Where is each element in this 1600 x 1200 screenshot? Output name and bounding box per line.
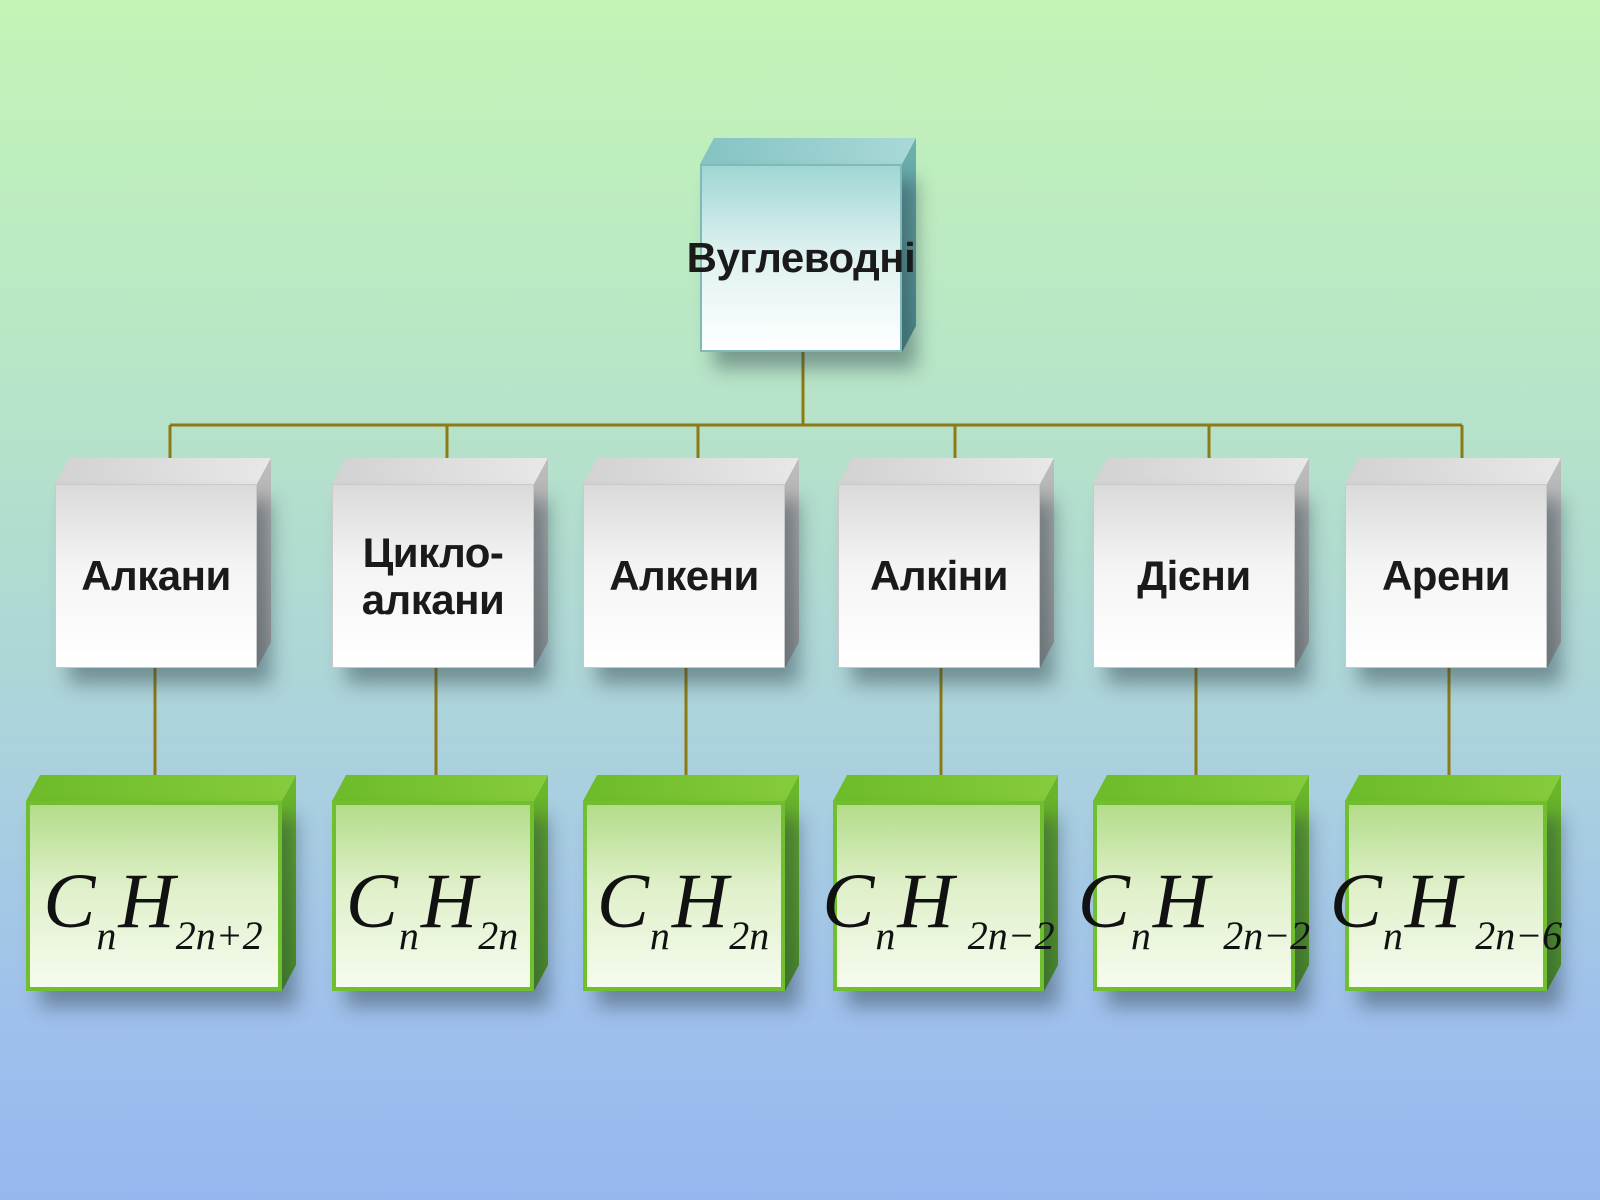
category-label: Цикло- алкани bbox=[361, 528, 505, 623]
formula-box-alkanes: CnH2n+2 bbox=[26, 775, 296, 991]
category-side-face bbox=[1295, 458, 1309, 668]
category-front-face: Цикло- алкани bbox=[332, 484, 534, 668]
category-top-face bbox=[332, 458, 548, 484]
category-top-face bbox=[838, 458, 1054, 484]
category-label: Арени bbox=[1381, 552, 1511, 600]
root-side-face bbox=[902, 138, 916, 352]
general-formula: CnH2n bbox=[596, 857, 770, 958]
formula-side-face bbox=[282, 775, 296, 991]
formula-side-face bbox=[1547, 775, 1561, 991]
general-formula: CnH2n+2 bbox=[43, 857, 263, 958]
formula-top-face bbox=[26, 775, 296, 801]
category-label: Алкени bbox=[609, 552, 759, 600]
general-formula: CnH2n bbox=[345, 857, 519, 958]
category-top-face bbox=[583, 458, 799, 484]
category-label: Дієни bbox=[1137, 552, 1251, 600]
category-side-face bbox=[257, 458, 271, 668]
formula-top-face bbox=[833, 775, 1058, 801]
category-arenes: Арени bbox=[1345, 458, 1561, 668]
category-front-face: Алкани bbox=[55, 484, 257, 668]
category-top-face bbox=[55, 458, 271, 484]
formula-front-face: CnH2n bbox=[583, 801, 785, 991]
formula-box-cycloalkanes: CnH2n bbox=[332, 775, 548, 991]
category-side-face bbox=[534, 458, 548, 668]
formula-side-face bbox=[1044, 775, 1058, 991]
formula-top-face bbox=[332, 775, 548, 801]
category-cycloalkanes: Цикло- алкани bbox=[332, 458, 548, 668]
formula-side-face bbox=[785, 775, 799, 991]
formula-front-face: CnH2n+2 bbox=[26, 801, 282, 991]
formula-top-face bbox=[1345, 775, 1561, 801]
category-side-face bbox=[1547, 458, 1561, 668]
root-front-face: Вуглеводні bbox=[687, 164, 916, 352]
category-top-face bbox=[1093, 458, 1309, 484]
category-alkynes: Алкіни bbox=[838, 458, 1054, 668]
formula-side-face bbox=[1295, 775, 1309, 991]
formula-top-face bbox=[1093, 775, 1309, 801]
category-side-face bbox=[785, 458, 799, 668]
category-label: Алкіни bbox=[870, 552, 1008, 600]
root-label: Вуглеводні bbox=[686, 234, 916, 282]
formula-box-alkenes: CnH2n bbox=[583, 775, 799, 991]
category-label: Алкани bbox=[81, 552, 231, 600]
category-dienes: Дієни bbox=[1093, 458, 1309, 668]
formula-top-face bbox=[583, 775, 799, 801]
formula-side-face bbox=[534, 775, 548, 991]
category-alkenes: Алкени bbox=[583, 458, 799, 668]
formula-front-face: CnH2n bbox=[332, 801, 534, 991]
category-top-face bbox=[1345, 458, 1561, 484]
category-alkanes: Алкани bbox=[55, 458, 271, 668]
category-front-face: Алкіни bbox=[838, 484, 1040, 668]
category-front-face: Алкени bbox=[583, 484, 785, 668]
category-front-face: Арени bbox=[1345, 484, 1547, 668]
root-top-face bbox=[700, 138, 916, 164]
category-front-face: Дієни bbox=[1093, 484, 1295, 668]
category-side-face bbox=[1040, 458, 1054, 668]
root-node: Вуглеводні bbox=[687, 138, 916, 352]
